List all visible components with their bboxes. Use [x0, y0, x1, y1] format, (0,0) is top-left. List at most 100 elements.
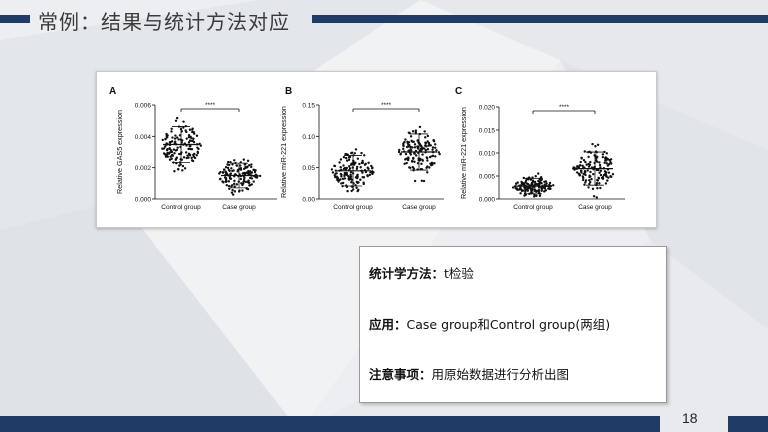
data-point — [425, 145, 428, 148]
notes-value: 用原始数据进行分析出图 — [431, 367, 570, 382]
data-point — [218, 172, 221, 175]
data-point — [174, 134, 177, 137]
data-point — [428, 166, 431, 169]
data-point — [192, 137, 195, 140]
data-point — [406, 158, 410, 162]
data-point — [548, 187, 552, 191]
data-point — [595, 181, 599, 185]
data-point — [343, 177, 346, 180]
data-point — [174, 119, 178, 122]
data-point — [552, 184, 555, 187]
data-point — [170, 130, 173, 133]
data-point — [521, 189, 525, 192]
data-point — [173, 170, 176, 173]
data-point — [356, 189, 359, 193]
data-point — [182, 120, 185, 123]
notes-label: 注意事项： — [369, 367, 432, 382]
data-point — [411, 159, 414, 163]
data-point — [350, 181, 353, 184]
data-point — [359, 166, 362, 169]
data-point — [252, 168, 255, 172]
data-point — [438, 152, 441, 156]
data-point — [181, 139, 184, 142]
data-point — [354, 148, 358, 151]
data-point — [595, 160, 599, 163]
data-point — [346, 189, 349, 193]
data-point — [165, 136, 169, 139]
data-point — [605, 162, 608, 165]
data-point — [182, 126, 185, 129]
data-point — [164, 138, 167, 141]
data-point — [199, 144, 203, 147]
data-point — [421, 146, 424, 149]
data-point — [242, 180, 246, 183]
data-point — [244, 165, 247, 169]
data-point — [189, 135, 192, 139]
data-point — [191, 128, 194, 131]
data-point — [350, 162, 353, 166]
data-point — [407, 156, 410, 159]
data-point — [240, 182, 243, 185]
data-point — [233, 190, 237, 193]
data-point — [366, 174, 369, 178]
data-point — [174, 157, 178, 161]
data-point — [171, 136, 174, 139]
data-point — [587, 155, 590, 159]
data-point — [516, 188, 520, 191]
data-point — [188, 128, 192, 131]
data-point — [592, 195, 596, 198]
data-point — [235, 183, 239, 186]
footer-bar-right — [728, 416, 768, 432]
data-point — [347, 158, 351, 161]
data-point — [428, 143, 431, 146]
data-point — [435, 149, 438, 152]
data-point — [356, 157, 360, 160]
data-point — [221, 170, 225, 174]
title-accent-bar-left — [0, 15, 30, 23]
data-point — [610, 175, 613, 179]
data-point — [168, 146, 171, 150]
data-point — [414, 129, 418, 132]
data-point — [607, 163, 611, 166]
data-point — [610, 162, 613, 165]
data-point — [537, 188, 541, 192]
data-point — [356, 173, 359, 176]
data-point — [434, 143, 437, 146]
data-point — [333, 164, 336, 168]
data-point — [413, 160, 416, 163]
data-point — [601, 177, 605, 180]
data-point — [405, 145, 409, 149]
data-point — [412, 156, 415, 160]
data-point — [403, 140, 406, 144]
data-point — [161, 138, 164, 142]
data-point — [357, 181, 360, 184]
data-point — [339, 158, 343, 161]
data-point — [221, 180, 224, 183]
data-point — [579, 160, 582, 164]
data-point — [405, 161, 408, 165]
data-point — [337, 180, 340, 183]
data-point — [399, 153, 402, 156]
data-point — [580, 157, 583, 160]
data-point — [166, 147, 169, 151]
data-point — [164, 155, 168, 158]
title-accent-bar-right — [312, 15, 768, 23]
data-point — [595, 196, 599, 199]
data-point — [227, 180, 231, 183]
x-group-label: Control group — [513, 204, 553, 211]
data-point — [588, 175, 591, 179]
data-point — [584, 160, 587, 164]
data-point — [580, 169, 583, 173]
y-tick-label: 0.005 — [479, 174, 496, 181]
data-point — [528, 186, 532, 190]
x-group-label: Control group — [161, 204, 201, 211]
data-point — [360, 161, 364, 165]
data-point — [534, 182, 538, 186]
data-point — [530, 182, 533, 186]
data-point — [248, 170, 251, 174]
data-point — [249, 165, 253, 169]
data-point — [191, 159, 195, 163]
data-point — [534, 175, 537, 178]
data-point — [249, 172, 252, 175]
data-point — [413, 152, 416, 155]
